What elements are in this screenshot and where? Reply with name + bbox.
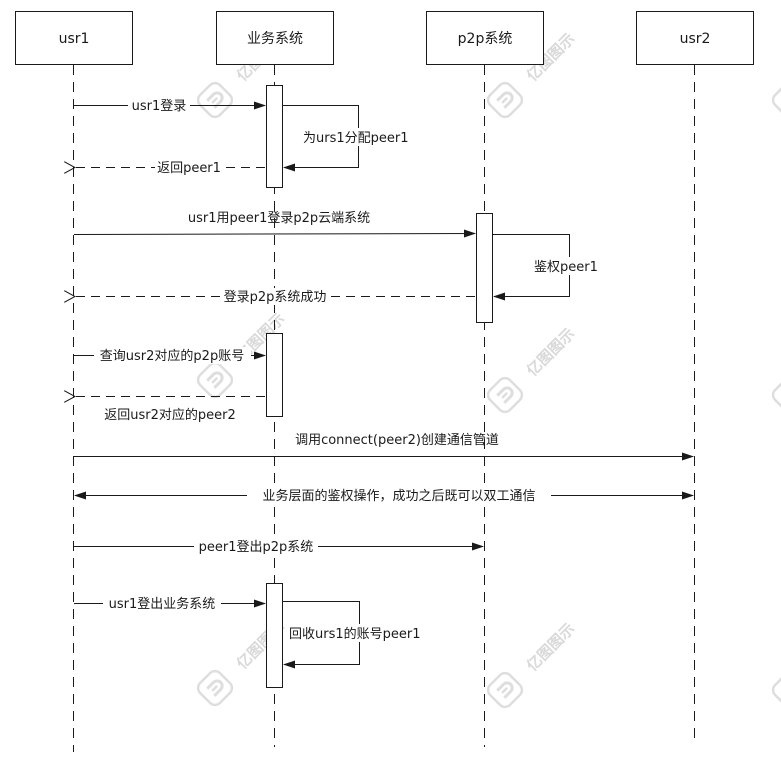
participant-label: 业务系统 bbox=[247, 31, 303, 47]
participant-label: usr2 bbox=[680, 31, 711, 47]
watermark-logo-icon bbox=[483, 668, 527, 712]
watermark-logo-icon bbox=[768, 78, 781, 122]
message-connect-peer2[interactable]: 调用connect(peer2)创建通信管道 bbox=[74, 433, 694, 461]
watermark-logo-icon bbox=[193, 78, 237, 122]
message-label: 返回peer1 bbox=[157, 161, 221, 176]
message-usr1-login[interactable]: usr1登录 bbox=[74, 97, 266, 114]
message-authenticate-peer1[interactable]: 鉴权peer1 bbox=[493, 234, 603, 301]
message-label: 返回usr2对应的peer2 bbox=[104, 407, 236, 423]
participant-business-system[interactable]: 业务系统 bbox=[216, 11, 334, 65]
participant-label: usr1 bbox=[59, 31, 90, 47]
activation-bar bbox=[266, 333, 283, 417]
watermark-text: 亿图图示 bbox=[523, 325, 578, 380]
message-label: peer1登出p2p系统 bbox=[199, 540, 314, 555]
message-label: 调用connect(peer2)创建通信管道 bbox=[295, 433, 499, 448]
activation-bar bbox=[266, 583, 283, 688]
message-peer1-logout-p2p[interactable]: peer1登出p2p系统 bbox=[74, 538, 484, 555]
participant-label: p2p系统 bbox=[458, 31, 513, 47]
message-label: 登录p2p系统成功 bbox=[224, 290, 327, 305]
message-p2p-login-success[interactable]: 登录p2p系统成功 bbox=[75, 288, 475, 305]
message-login-p2p[interactable]: usr1用peer1登录p2p云端系统 bbox=[73, 211, 476, 238]
message-label: 回收urs1的账号peer1 bbox=[289, 626, 421, 642]
message-reclaim-peer1[interactable]: 回收urs1的账号peer1 bbox=[283, 601, 440, 669]
message-usr1-logout-business[interactable]: usr1登出业务系统 bbox=[74, 595, 266, 612]
message-allocate-peer1[interactable]: 为urs1分配peer1 bbox=[283, 105, 414, 172]
message-label: usr1用peer1登录p2p云端系统 bbox=[188, 211, 370, 226]
message-return-peer2[interactable]: 返回usr2对应的peer2 bbox=[75, 397, 265, 424]
watermark-logo-icon bbox=[768, 373, 781, 417]
participant-p2p-system[interactable]: p2p系统 bbox=[426, 11, 544, 65]
message-query-usr2-account[interactable]: 查询usr2对应的p2p账号 bbox=[74, 347, 266, 364]
message-label: usr1登录 bbox=[132, 99, 187, 114]
message-label: usr1登出业务系统 bbox=[109, 596, 216, 612]
participant-usr2[interactable]: usr2 bbox=[636, 11, 754, 65]
watermark-logo-icon bbox=[483, 373, 527, 417]
watermark-logo-icon bbox=[768, 668, 781, 712]
message-label: 为urs1分配peer1 bbox=[303, 131, 409, 146]
message-label: 鉴权peer1 bbox=[534, 259, 598, 275]
participant-usr1[interactable]: usr1 bbox=[15, 11, 133, 65]
message-label: 查询usr2对应的p2p账号 bbox=[100, 348, 244, 364]
watermark-layer: 亿图图示 亿图图示 亿图图示 亿图图示 亿图图示 亿图图示 bbox=[193, 30, 781, 712]
watermark-logo-icon bbox=[483, 78, 527, 122]
watermark-logo-icon bbox=[193, 666, 237, 710]
message-return-peer1[interactable]: 返回peer1 bbox=[75, 159, 265, 176]
message-duplex-auth[interactable]: 业务层面的鉴权操作，成功之后既可以双工通信 bbox=[74, 487, 694, 504]
watermark-logo-icon bbox=[193, 358, 237, 402]
activation-bar bbox=[266, 85, 283, 188]
watermark-text: 亿图图示 bbox=[523, 620, 578, 675]
activation-bar bbox=[476, 213, 493, 323]
message-label: 业务层面的鉴权操作，成功之后既可以双工通信 bbox=[262, 488, 535, 504]
